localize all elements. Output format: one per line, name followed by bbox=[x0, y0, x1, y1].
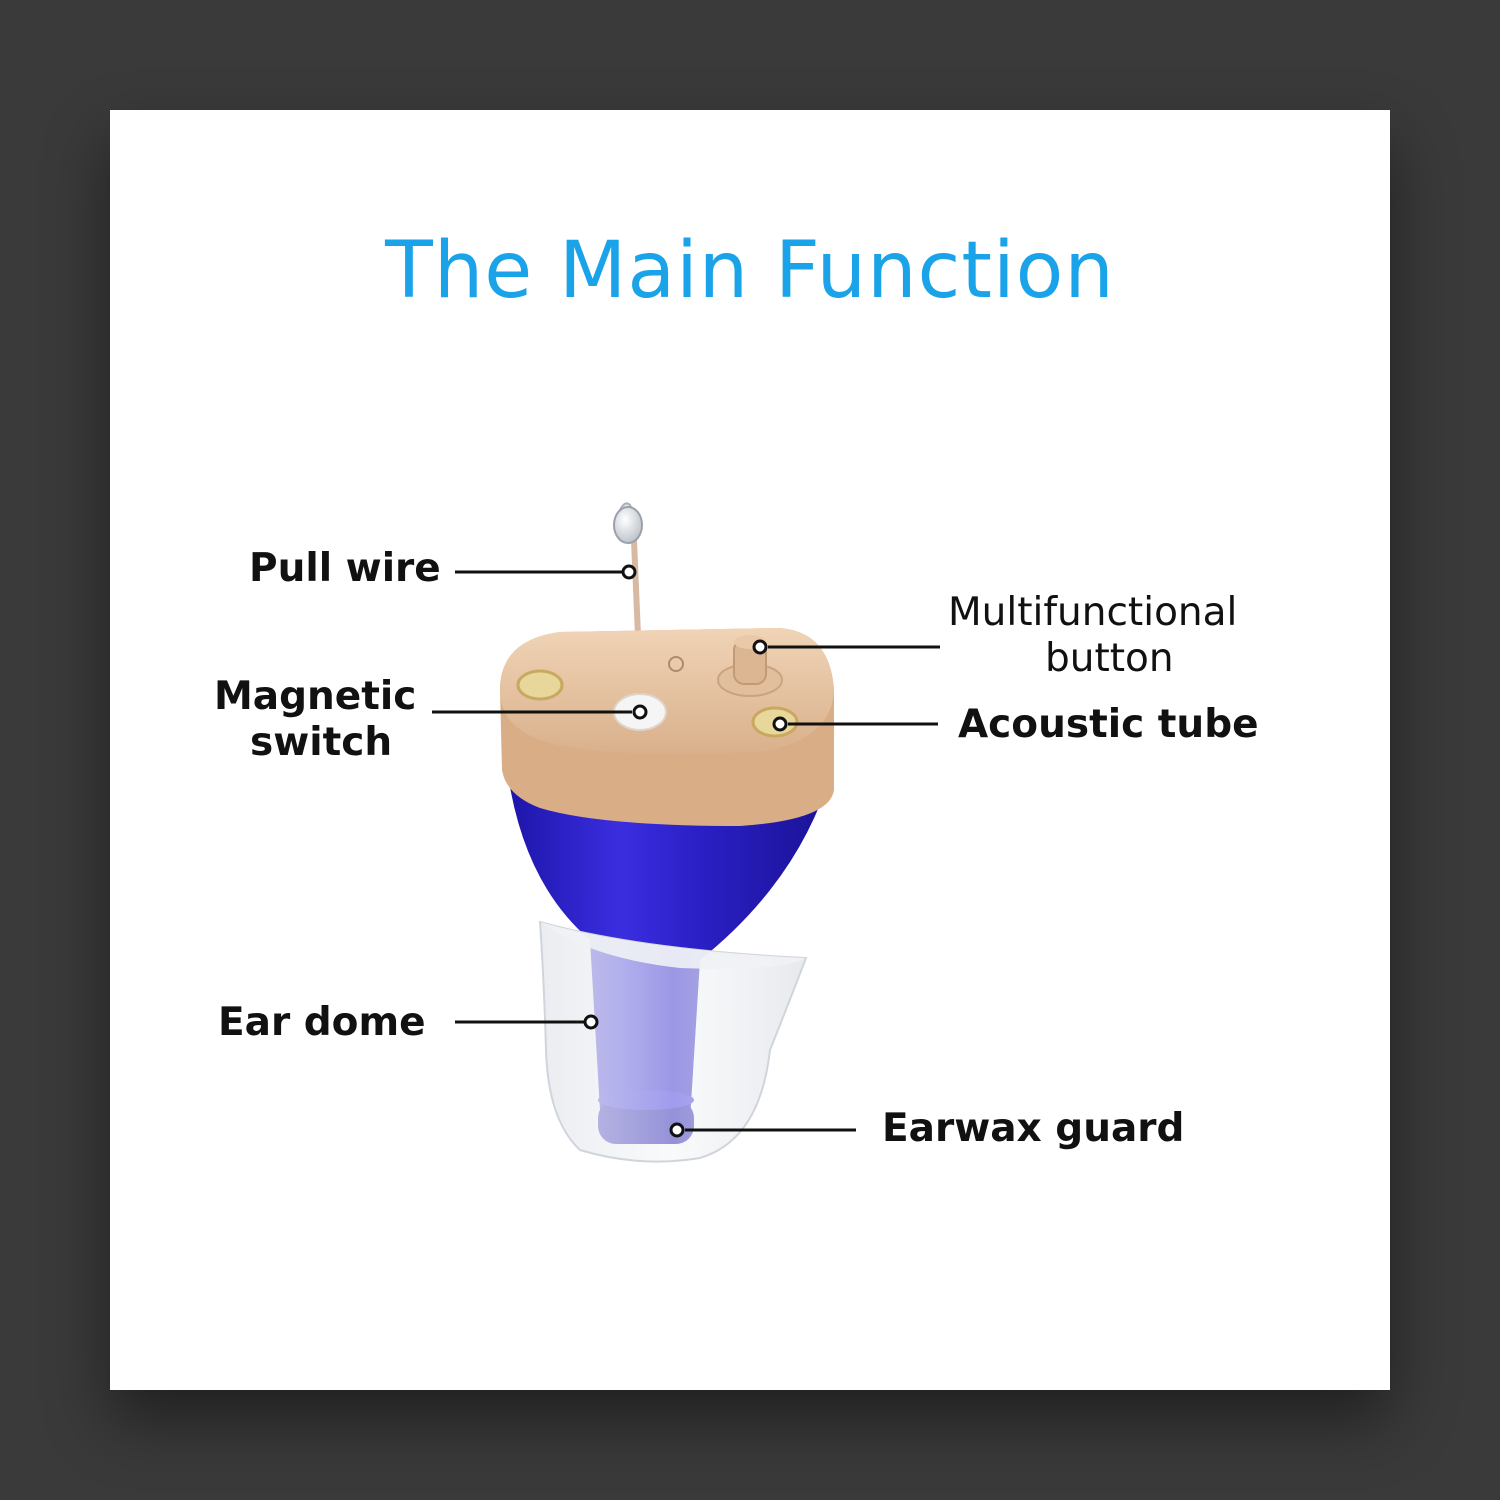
label-earwax-guard: Earwax guard bbox=[882, 1106, 1185, 1151]
page-title: The Main Function bbox=[385, 226, 1115, 316]
label-magnetic-switch-line1: Magnetic bbox=[214, 674, 417, 719]
pull-wire-part bbox=[613, 502, 643, 637]
label-acoustic-tube: Acoustic tube bbox=[958, 702, 1259, 747]
label-ear-dome: Ear dome bbox=[218, 1000, 426, 1045]
label-multifunctional-button-line2: button bbox=[1045, 636, 1174, 681]
label-multifunctional-button-line1: Multifunctional bbox=[948, 590, 1238, 635]
label-pull-wire: Pull wire bbox=[249, 546, 441, 591]
ear-dome-part bbox=[538, 920, 808, 1163]
left-contact bbox=[516, 669, 564, 701]
hearing-aid-body bbox=[506, 760, 832, 1128]
label-magnetic-switch-line2: switch bbox=[250, 720, 393, 765]
